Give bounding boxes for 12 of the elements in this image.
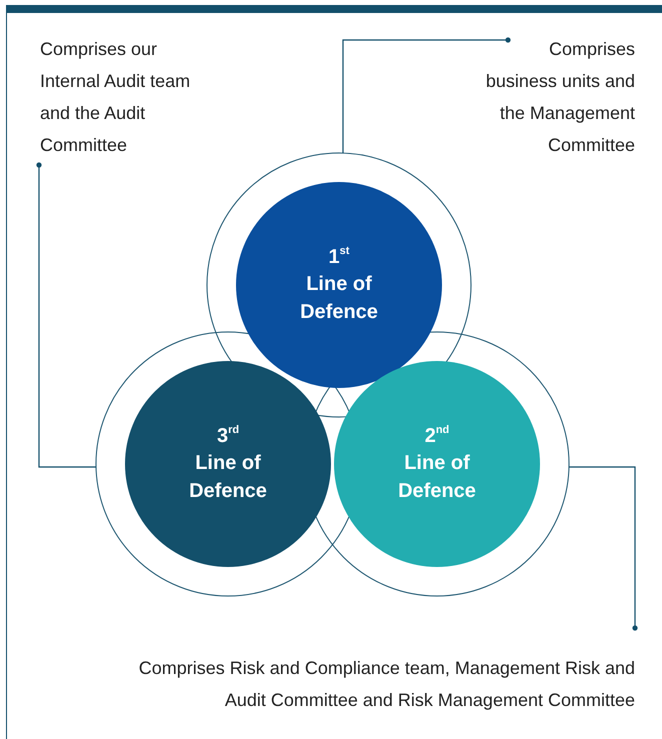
ordinal-label: 3$^{rd}$ [216, 423, 240, 449]
circle-label: Line of Defence [299, 272, 379, 325]
leader-line [569, 466, 638, 631]
leader-line [342, 37, 511, 154]
description-text: Comprises business units and the Management Committee [475, 33, 635, 161]
description-text: Comprises our Internal Audit team and the Audit Committee [40, 33, 222, 161]
circle-label: Line of Defence [397, 451, 477, 504]
leader-line [36, 162, 96, 468]
ordinal-label: 2$^{nd}$ [424, 423, 450, 449]
description-text: Comprises Risk and Compliance team, Management Risk and Audit Committee and Risk Management Committee [95, 652, 635, 716]
ordinal-label: 1$^{st}$ [328, 244, 350, 270]
circle-label: Line of Defence [188, 451, 268, 504]
